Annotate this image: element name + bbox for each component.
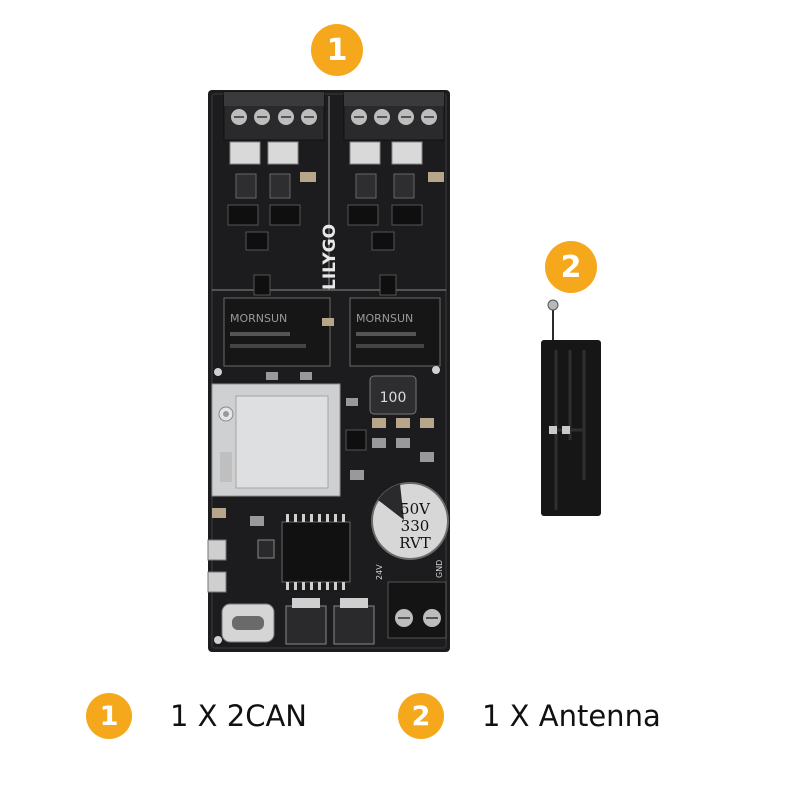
brand-label: LILYGO <box>320 224 340 290</box>
pcb-board: LILYGO MORNSUN MORNSUN <box>207 90 450 652</box>
flex-antenna <box>541 299 601 516</box>
power-terminal: 24V GND <box>375 560 447 639</box>
legend-badge-2: 2 <box>398 693 444 739</box>
wireless-module <box>211 383 341 497</box>
terminal-block-right <box>343 91 445 141</box>
inductor-mark: 100 <box>380 390 407 406</box>
terminal-block-left <box>223 91 325 141</box>
gnd-label: GND <box>435 560 444 578</box>
module-mark-left: MORNSUN <box>230 312 287 325</box>
item-number-badge-2: 2 <box>545 241 597 293</box>
legend-caption-1: 1 X 2CAN <box>170 699 307 733</box>
jst-connectors <box>285 598 375 645</box>
power-inductor: 100 <box>369 375 417 415</box>
vin-label: 24V <box>375 564 384 580</box>
module-mark-right: MORNSUN <box>356 312 413 325</box>
legend-badge-1: 1 <box>86 693 132 739</box>
can-transceiver-modules: MORNSUN MORNSUN <box>223 297 441 367</box>
usb-c-port <box>221 603 275 643</box>
capacitor-line-1: 50V <box>400 500 431 518</box>
capacitor-line-3: RVT <box>399 534 431 552</box>
electrolytic-capacitor: 50V 330 RVT <box>371 482 449 560</box>
smd-components <box>212 318 434 526</box>
capacitor-line-2: 330 <box>401 517 430 535</box>
ic-chip <box>281 514 351 590</box>
legend-caption-2: 1 X Antenna <box>482 699 661 733</box>
item-number-badge-1: 1 <box>311 24 363 76</box>
protection-components <box>227 141 444 296</box>
side-buttons <box>207 539 275 593</box>
